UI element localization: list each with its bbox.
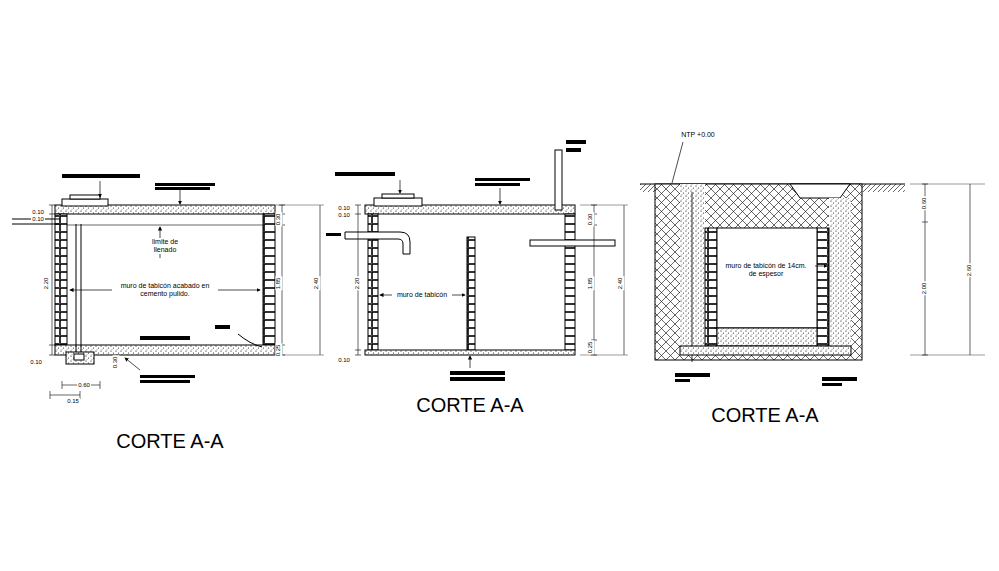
dimension-text: muro de tabicón	[396, 291, 448, 299]
dimension-text: 0.60	[77, 382, 91, 389]
redacted-note	[326, 140, 586, 381]
dimension-text: 2.20	[44, 276, 51, 290]
dimension-text: 1.85	[588, 276, 595, 290]
dimension-text: 0.25	[276, 343, 283, 357]
dimension-text: 2.20	[355, 276, 362, 290]
dimension-text: 1.85	[276, 276, 283, 290]
dimension-text: 0.10	[337, 212, 351, 219]
dimension-text: 0.30	[588, 212, 595, 226]
redacted-note	[675, 373, 857, 386]
section-title: CORTE A-A	[710, 404, 819, 427]
dimension-text: 2.40	[618, 276, 625, 290]
dimension-text: 0.30	[113, 355, 120, 369]
dimension-text: 2.00	[922, 281, 929, 295]
dimension-text: 0.10	[31, 216, 45, 223]
dimension-text: 0.10	[337, 205, 351, 212]
dimension-text: 0.15	[66, 398, 80, 405]
dimension-text: 0.60	[922, 196, 929, 210]
dimension-text: 0.10	[29, 359, 43, 366]
dimension-text: NTP +0.00	[680, 131, 716, 139]
note-text: limite de llenado	[143, 238, 187, 254]
redacted-note	[62, 174, 230, 383]
dimension-text: 2.60	[967, 263, 974, 277]
dimension-text: 2.40	[314, 276, 321, 290]
note-text: muro de tabicón de 14cm. de espesor	[720, 262, 812, 278]
dimension-text: 0.30	[276, 212, 283, 226]
dimension-text: 0.10	[31, 209, 45, 216]
note-text: muro de tabicón acabado en cemento pulid…	[114, 282, 216, 298]
dimension-text: 0.10	[337, 357, 351, 364]
section-title: CORTE A-A	[115, 430, 224, 453]
section-title: CORTE A-A	[415, 394, 524, 417]
dimension-text: 0.25	[588, 340, 595, 354]
